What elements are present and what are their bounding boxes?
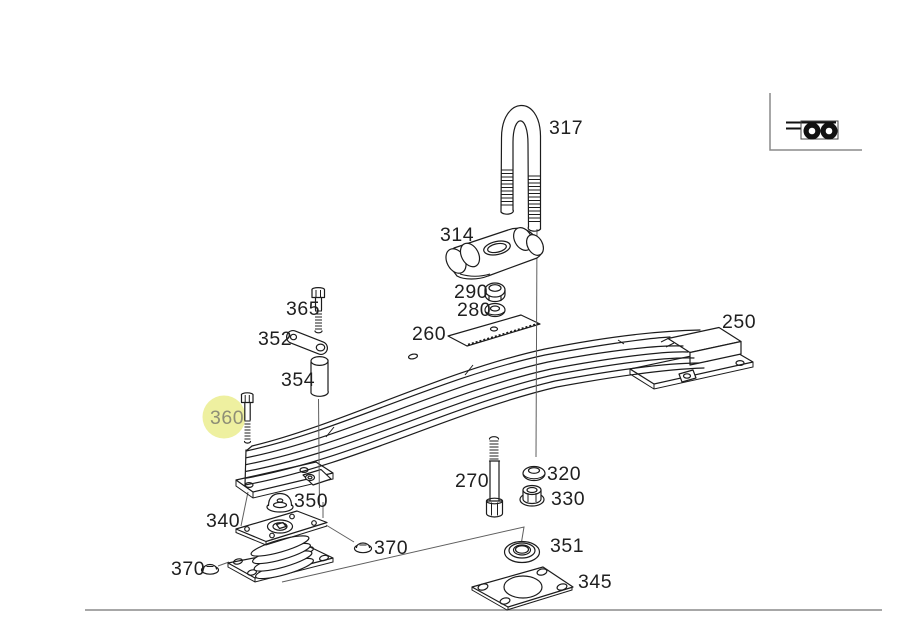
part-label-365[interactable]: 365 [286,298,320,320]
push-nut-370-right [353,542,373,554]
push-nut-370-left [200,563,220,575]
spacer-sleeve-354 [310,356,329,397]
part-label-314[interactable]: 314 [440,224,474,246]
u-bolt [500,104,542,232]
washer-320 [522,465,546,482]
part-label-317[interactable]: 317 [549,117,583,139]
part-label-350[interactable]: 350 [294,490,328,512]
part-label-330[interactable]: 330 [551,488,585,510]
part-label-354[interactable]: 354 [281,369,315,391]
part-label-370-right[interactable]: 370 [374,537,408,559]
part-label-290[interactable]: 290 [454,281,488,303]
part-label-260[interactable]: 260 [412,323,446,345]
spring-pad-plate [447,314,541,347]
seal-ring-351 [503,540,541,564]
washer-280 [484,302,506,318]
part-label-351[interactable]: 351 [550,535,584,557]
leader-lines [217,491,525,583]
bolt-270 [485,436,504,518]
leaf-spring [235,326,754,499]
part-label-360-highlighted[interactable]: 360 [210,407,244,429]
page-frame [85,93,882,611]
part-label-352[interactable]: 352 [258,328,292,350]
part-label-250[interactable]: 250 [722,311,756,333]
spring-saddle [445,227,544,280]
part-label-280[interactable]: 280 [457,299,491,321]
cover-plate-345 [471,566,574,611]
shackle-link-352 [286,330,328,355]
part-label-320[interactable]: 320 [547,463,581,485]
bolt-365 [311,286,326,334]
part-label-270[interactable]: 270 [455,470,489,492]
flange-nut-330 [519,484,545,507]
part-label-370-left[interactable]: 370 [171,558,205,580]
rubber-buffer-350 [266,492,294,513]
part-label-345[interactable]: 345 [578,571,612,593]
bolt-360 [240,392,254,444]
highlight-circle [202,395,246,439]
assembly-axis-lines [318,228,538,509]
part-callouts: 317 314 290 280 260 250 365 352 354 360 … [171,117,756,593]
spring-mount-340 [227,510,334,583]
tandem-axle-icon [786,120,839,140]
locknut-290 [484,282,506,303]
part-label-340[interactable]: 340 [206,510,240,532]
